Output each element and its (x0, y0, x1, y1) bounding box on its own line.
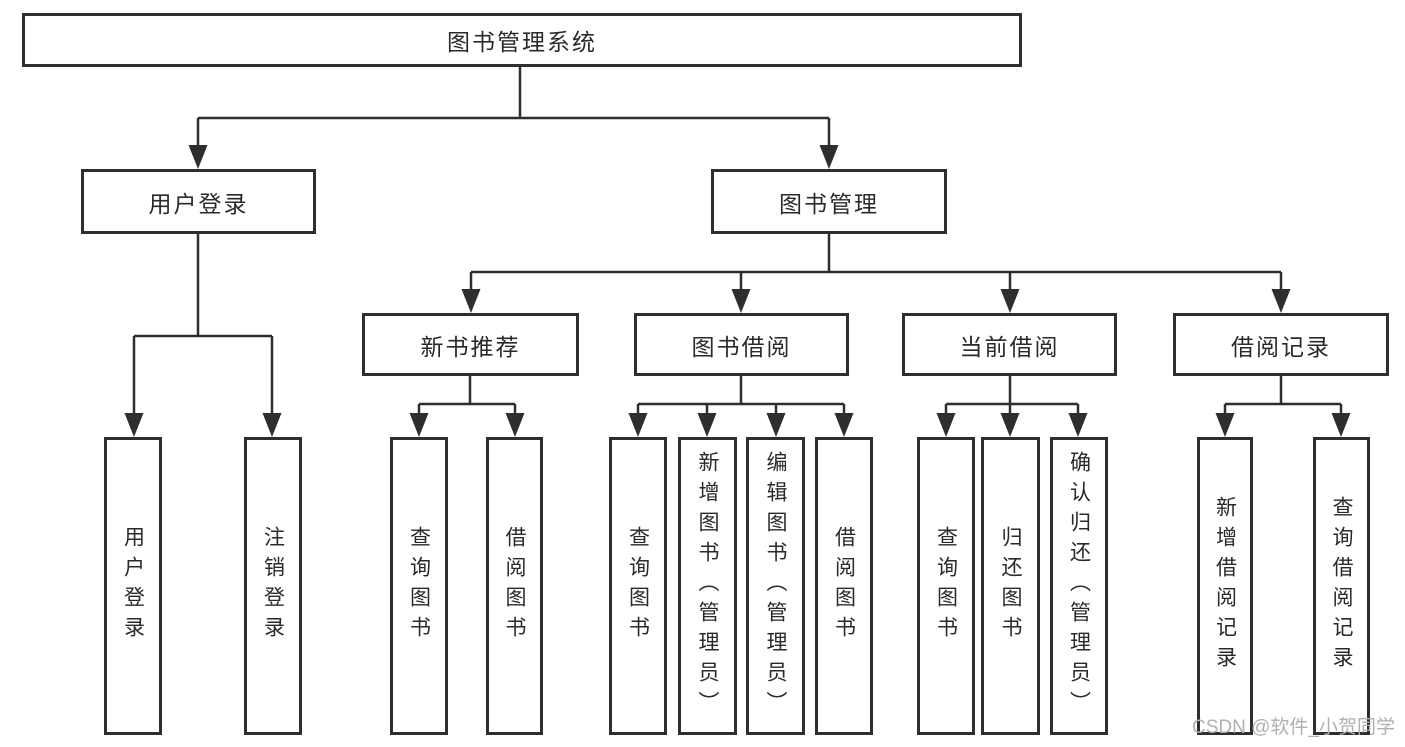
leaf-confirm-return-admin-label: 确认归还（管理员） (1067, 451, 1091, 721)
leaf-query-books-borrowing-label: 查询图书 (626, 526, 650, 646)
leaf-logout-label: 注销登录 (261, 526, 285, 646)
csdn-watermark: CSDN @软件_小贺同学 (1192, 717, 1395, 738)
node-new-book-recommend: 新书推荐 (362, 313, 579, 376)
leaf-borrow-books-label: 借阅图书 (832, 526, 856, 646)
leaf-query-books-current: 查询图书 (917, 437, 975, 735)
leaf-confirm-return-admin: 确认归还（管理员） (1050, 437, 1108, 735)
leaf-add-borrow-record: 新增借阅记录 (1197, 437, 1253, 735)
leaf-return-books: 归还图书 (981, 437, 1040, 735)
node-root-label: 图书管理系统 (447, 29, 597, 55)
node-borrowing-records: 借阅记录 (1173, 313, 1389, 376)
leaf-borrow-books-recommend: 借阅图书 (486, 437, 543, 735)
leaf-borrow-books: 借阅图书 (815, 437, 873, 735)
leaf-return-books-label: 归还图书 (999, 526, 1022, 646)
node-user-login-label: 用户登录 (148, 190, 249, 217)
leaf-query-books-borrowing: 查询图书 (609, 437, 667, 735)
node-new-book-recommend-label: 新书推荐 (420, 333, 521, 360)
leaf-add-book-admin: 新增图书（管理员） (678, 437, 737, 735)
node-book-borrowing: 图书借阅 (634, 313, 849, 376)
leaf-query-borrow-record-label: 查询借阅记录 (1330, 496, 1353, 676)
leaf-edit-book-admin: 编辑图书（管理员） (746, 437, 805, 735)
leaf-query-books-recommend-label: 查询图书 (407, 526, 431, 646)
node-user-login: 用户登录 (81, 169, 316, 234)
leaf-add-borrow-record-label: 新增借阅记录 (1213, 496, 1237, 676)
node-current-borrowing-label: 当前借阅 (959, 333, 1060, 360)
leaf-query-books-current-label: 查询图书 (934, 526, 958, 646)
leaf-user-login: 用户登录 (104, 437, 162, 735)
leaf-add-book-admin-label: 新增图书（管理员） (696, 451, 719, 721)
leaf-query-books-recommend: 查询图书 (390, 437, 448, 735)
node-book-borrowing-label: 图书借阅 (691, 333, 792, 360)
node-book-management: 图书管理 (711, 169, 947, 234)
node-book-management-label: 图书管理 (779, 190, 879, 217)
node-borrowing-records-label: 借阅记录 (1231, 333, 1331, 360)
leaf-user-login-label: 用户登录 (121, 526, 145, 646)
node-current-borrowing: 当前借阅 (902, 313, 1117, 376)
leaf-query-borrow-record: 查询借阅记录 (1313, 437, 1370, 735)
leaf-edit-book-admin-label: 编辑图书（管理员） (764, 451, 787, 721)
leaf-logout: 注销登录 (244, 437, 302, 735)
node-root: 图书管理系统 (22, 13, 1022, 67)
leaf-borrow-books-recommend-label: 借阅图书 (503, 526, 526, 646)
